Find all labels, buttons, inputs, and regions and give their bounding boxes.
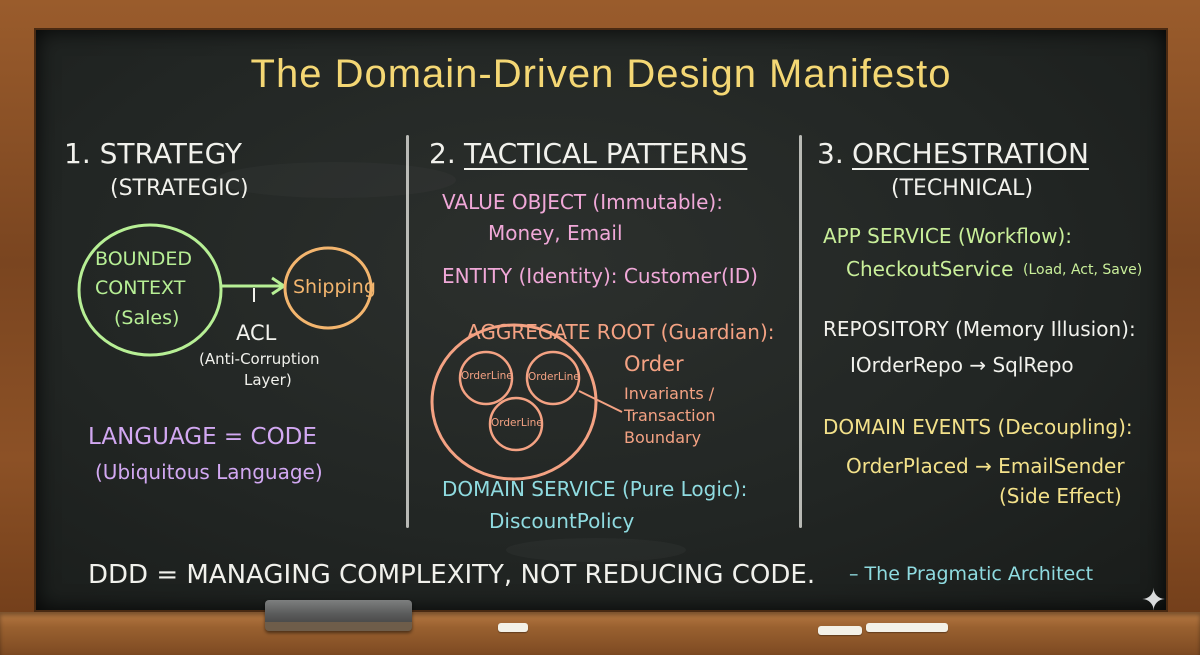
repository: REPOSITORY (Memory Illusion): [823,317,1136,341]
ubiquitous-language: (Ubiquitous Language) [95,460,323,484]
value-object: VALUE OBJECT (Immutable): [442,190,723,214]
section2-heading: TACTICAL PATTERNS [464,137,748,170]
shipping-circle [283,246,373,330]
section1-subheading: (STRATEGIC) [110,176,249,201]
bounded-context-line2: CONTEXT [95,277,186,299]
chalk-stick-3[interactable] [866,623,948,632]
divider-right [799,135,802,528]
domain-events: DOMAIN EVENTS (Decoupling): [823,415,1133,439]
invariants-line2: Transaction [624,406,716,425]
invariants-pointer [578,390,623,413]
sparkle-icon: ✦ [1141,583,1167,618]
orderline-1: OrderLine [461,370,513,382]
shipping-label: Shipping [293,276,376,298]
section3-heading-number: 3. [817,137,844,170]
orderline-2: OrderLine [528,371,580,383]
acl-desc-line1: (Anti-Corruption [199,350,320,368]
invariants-line3: Boundary [624,428,702,447]
eraser[interactable] [265,600,412,631]
orderline-circle-3 [488,396,544,452]
acl-desc-line2: Layer) [244,371,292,389]
domain-service: DOMAIN SERVICE (Pure Logic): [442,477,748,501]
orderline-circle-2 [525,350,581,406]
discount-policy: DiscountPolicy [489,509,635,533]
diagram-drawings [77,223,623,481]
divider-left [406,135,409,528]
side-effect: (Side Effect) [999,484,1122,508]
chalk-ledge [0,612,1200,655]
section3-subheading: (TECHNICAL) [891,176,1034,201]
entity: ENTITY (Identity): Customer(ID) [442,264,758,288]
chalk-stick-2[interactable] [818,626,862,635]
invariants-line1: Invariants / [624,384,715,403]
chalk-stick-1[interactable] [498,623,528,632]
section2-heading-number: 2. [429,137,456,170]
footer-motto: DDD = MANAGING COMPLEXITY, NOT REDUCING … [88,560,816,590]
footer-attribution: – The Pragmatic Architect [849,563,1094,585]
checkout-detail: (Load, Act, Save) [1023,262,1143,278]
section1-heading: 1. STRATEGY [64,137,242,170]
acl-label: ACL [236,321,277,345]
order-label: Order [624,352,684,376]
domain-events-example: OrderPlaced → EmailSender [846,454,1125,478]
page-title: The Domain-Driven Design Manifesto [250,52,952,96]
section3-heading: ORCHESTRATION [852,137,1089,170]
app-service: APP SERVICE (Workflow): [823,224,1073,248]
aggregate-circle [430,323,598,481]
value-object-examples: Money, Email [488,221,623,245]
checkout-service: CheckoutService [846,257,1014,281]
orderline-3: OrderLine [491,417,543,429]
repository-example: IOrderRepo → SqlRepo [850,353,1074,377]
bounded-context-circle [77,223,223,357]
aggregate-root: AGGREGATE ROOT (Guardian): [467,320,775,344]
chalkboard: The Domain-Driven Design Manifesto 1. ST… [36,30,1166,610]
bounded-context-line1: BOUNDED [95,248,193,270]
orderline-circle-1 [458,350,514,406]
language-code: LANGUAGE = CODE [88,424,317,450]
bounded-context-line3: (Sales) [114,307,180,329]
